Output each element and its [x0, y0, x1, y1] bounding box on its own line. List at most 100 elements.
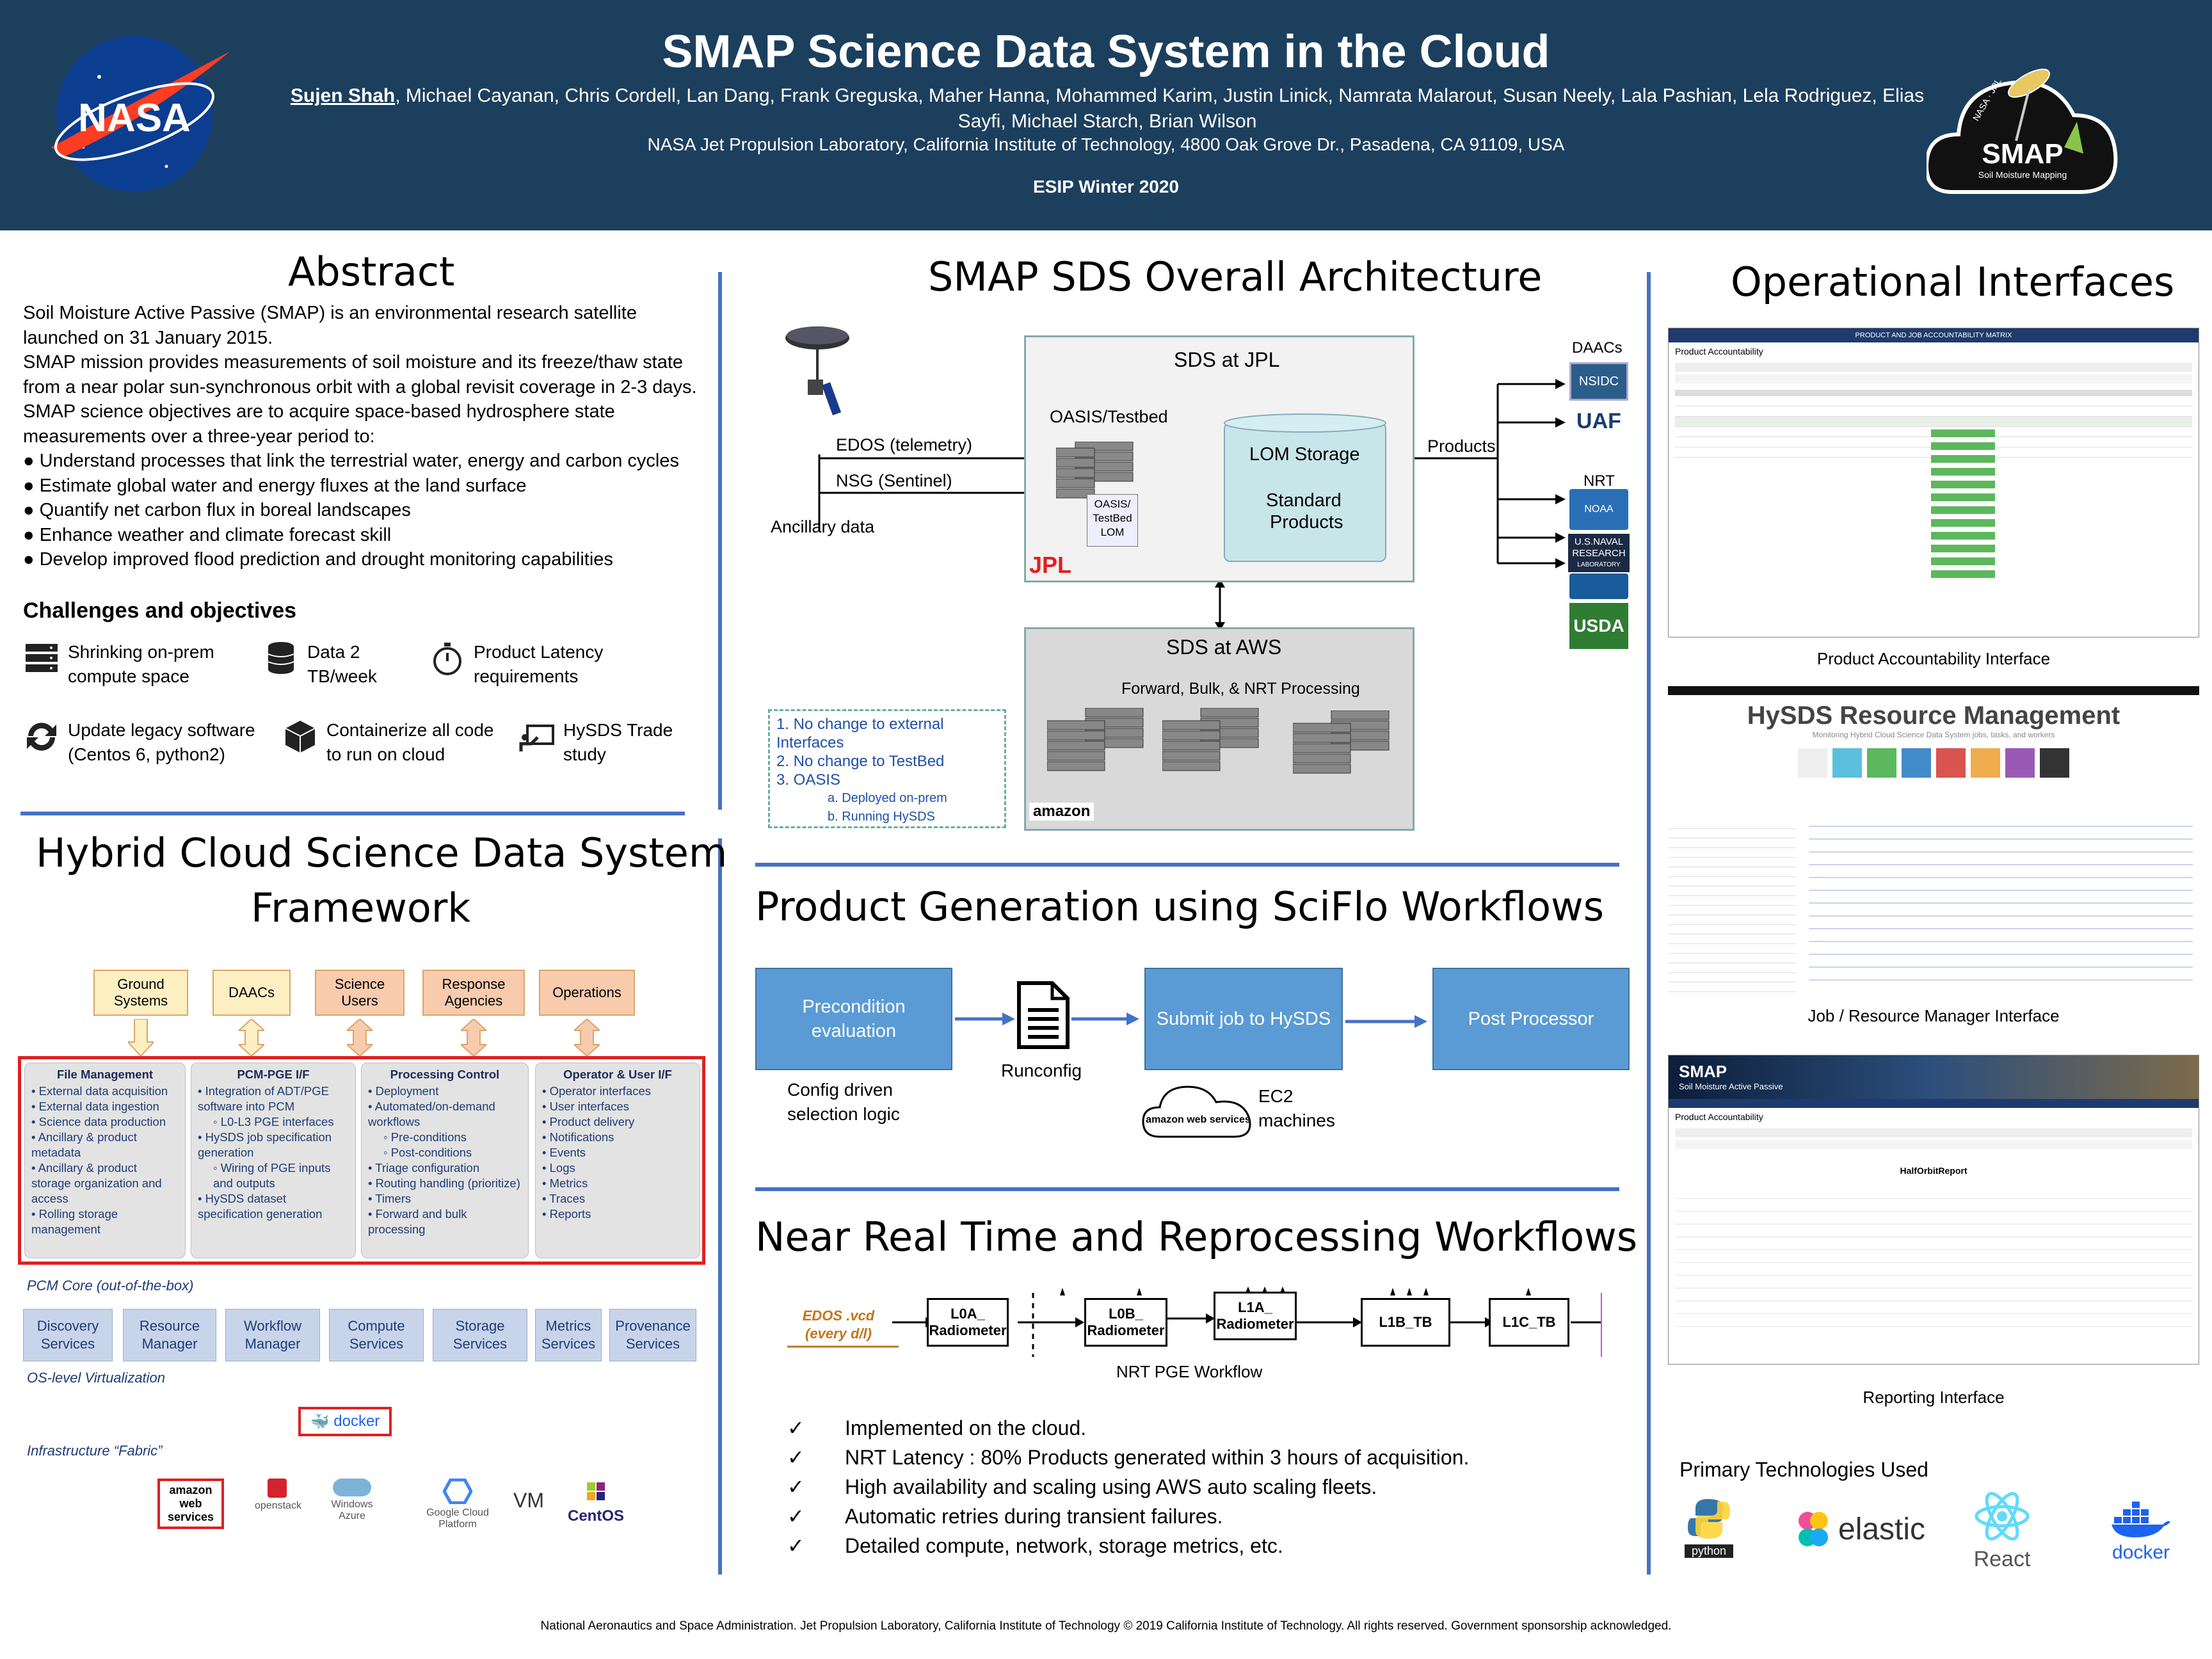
- amazon-logo: amazon: [1029, 803, 1094, 821]
- server-rack-icon: [1162, 708, 1259, 771]
- nrt-title: Near Real Time and Reprocessing Workflow…: [755, 1214, 1638, 1260]
- os-virtualization-label: OS-level Virtualization: [27, 1370, 166, 1386]
- infrastructure-label: Infrastructure “Fabric”: [27, 1443, 163, 1459]
- framework-highlight-box: [18, 1056, 705, 1265]
- file-management-column: File Management External data acquisitio…: [24, 1062, 186, 1258]
- docker-whale-icon: 🐳: [310, 1413, 330, 1431]
- abstract-bullet: ● Estimate global water and energy fluxe…: [23, 475, 527, 496]
- lom-storage-box: [1224, 422, 1386, 562]
- product-accountability-screenshot: PRODUCT AND JOB ACCOUNTABILITY MATRIX Pr…: [1668, 328, 2199, 637]
- abstract-body: Soil Moisture Active Passive (SMAP) is a…: [23, 301, 714, 572]
- abstract-paragraph: SMAP mission provides measurements of so…: [23, 352, 697, 397]
- edos-telemetry-label: EDOS (telemetry): [836, 435, 973, 454]
- products-label: Products: [1427, 437, 1496, 456]
- event-name: ESIP Winter 2020: [1032, 177, 1179, 196]
- checklist-item: ✓Implemented on the cloud.: [787, 1416, 1087, 1439]
- nsg-sentinel-label: NSG (Sentinel): [836, 471, 952, 490]
- lom-storage-label: LOM Storage: [1249, 444, 1360, 465]
- divider-vertical-left-top: [718, 272, 722, 810]
- poster-header: NASA SMAP Science Data System in the Clo…: [0, 0, 2212, 230]
- react-logo: React: [1970, 1489, 2034, 1572]
- nasa-meatball-icon: NASA: [51, 36, 230, 192]
- challenges-title: Challenges and objectives: [23, 598, 297, 623]
- divider-vertical-right: [1647, 272, 1651, 1575]
- poster-title: SMAP Science Data System in the Cloud: [662, 26, 1550, 77]
- centos-logo: CentOS: [561, 1479, 631, 1525]
- post-processor-box: Post Processor: [1432, 968, 1630, 1070]
- docker-whale-icon: [2112, 1502, 2170, 1537]
- processing-control-column: Processing Control DeploymentAutomated/o…: [361, 1062, 529, 1258]
- affiliation: NASA Jet Propulsion Laboratory, Californ…: [647, 134, 1565, 154]
- divider-abstract: [20, 812, 685, 815]
- divider-architecture: [755, 863, 1619, 867]
- challenge-item: Update legacy software(Centos 6, python2…: [23, 718, 255, 767]
- satellite-icon: [785, 326, 849, 415]
- hybrid-title-line2: Framework: [251, 885, 471, 931]
- ext-operations: Operations: [539, 970, 635, 1016]
- footer-credits: National Aeronautics and Space Administr…: [540, 1619, 1672, 1633]
- checkmark-icon: ✓: [787, 1416, 805, 1439]
- checkmark-icon: ✓: [787, 1505, 805, 1528]
- submit-job-hysds-box: Submit job to HySDS: [1144, 968, 1343, 1070]
- l0b-radiometer-box: L0B_Radiometer: [1084, 1298, 1167, 1347]
- document-icon: [1017, 981, 1070, 1049]
- abstract-paragraph: Soil Moisture Active Passive (SMAP) is a…: [23, 303, 637, 348]
- l1c-tb-box: L1C_TB: [1489, 1298, 1569, 1347]
- operator-user-column: Operator & User I/F Operator interfacesU…: [535, 1062, 700, 1258]
- job-resource-manager-caption: Job / Resource Manager Interface: [1807, 1006, 2060, 1025]
- air-force-logo: [1569, 573, 1628, 599]
- svg-text:NASA: NASA: [78, 96, 191, 140]
- checklist-item: ✓Detailed compute, network, storage metr…: [787, 1534, 1283, 1557]
- database-icon: [268, 642, 294, 674]
- bidirectional-arrow-icon: [574, 1019, 600, 1056]
- edos-vcd-label: EDOS .vcd(every d/l): [802, 1308, 875, 1342]
- nrt-label: NRT: [1583, 472, 1615, 490]
- nrt-workflow-caption: NRT PGE Workflow: [1116, 1362, 1263, 1381]
- cylinder-top-icon: [1224, 413, 1386, 433]
- python-icon: [1688, 1499, 1730, 1539]
- divider-sciflo: [755, 1187, 1619, 1191]
- bidirectional-arrow-icon: [239, 1019, 264, 1056]
- checklist-item: ✓High availability and scaling using AWS…: [787, 1475, 1377, 1498]
- author-list: Sujen Shah, Michael Cayanan, Chris Corde…: [269, 83, 1946, 134]
- svg-text:SMAP: SMAP: [1982, 138, 2063, 170]
- operational-title: Operational Interfaces: [1731, 259, 2175, 305]
- docker-logo: 🐳 docker: [298, 1407, 392, 1436]
- server-icon: [26, 644, 58, 672]
- uaf-logo: UAF: [1576, 408, 1621, 433]
- hexagon-icon: [442, 1478, 473, 1505]
- daacs-label: DAACs: [1572, 339, 1623, 357]
- checkmark-icon: ✓: [787, 1534, 805, 1557]
- product-accountability-caption: Product Accountability Interface: [1816, 649, 2051, 668]
- react-icon: [1975, 1492, 2030, 1541]
- reporting-caption: Reporting Interface: [1863, 1388, 2005, 1407]
- noaa-logo: NOAA: [1569, 489, 1628, 530]
- checklist-item: ✓NRT Latency : 80% Products generated wi…: [787, 1446, 1470, 1469]
- l0a-radiometer-box: L0A_Radiometer: [927, 1298, 1009, 1347]
- bidirectional-arrow-icon: [461, 1019, 486, 1056]
- sds-aws-title: SDS at AWS: [1166, 636, 1282, 659]
- architecture-notes-box: 1. No change to external Interfaces 2. N…: [768, 709, 1006, 828]
- server-rack-icon: [1047, 708, 1144, 771]
- abstract-paragraph: SMAP science objectives are to acquire s…: [23, 401, 615, 447]
- l1a-radiometer-box: L1A_Radiometer: [1214, 1292, 1297, 1340]
- hysds-resource-manager-screenshot: HySDS Resource Management Monitoring Hyb…: [1668, 686, 2199, 1000]
- standard-products-line1: Standard: [1266, 490, 1342, 511]
- sds-jpl-title: SDS at JPL: [1174, 348, 1280, 371]
- sync-icon: [27, 723, 56, 751]
